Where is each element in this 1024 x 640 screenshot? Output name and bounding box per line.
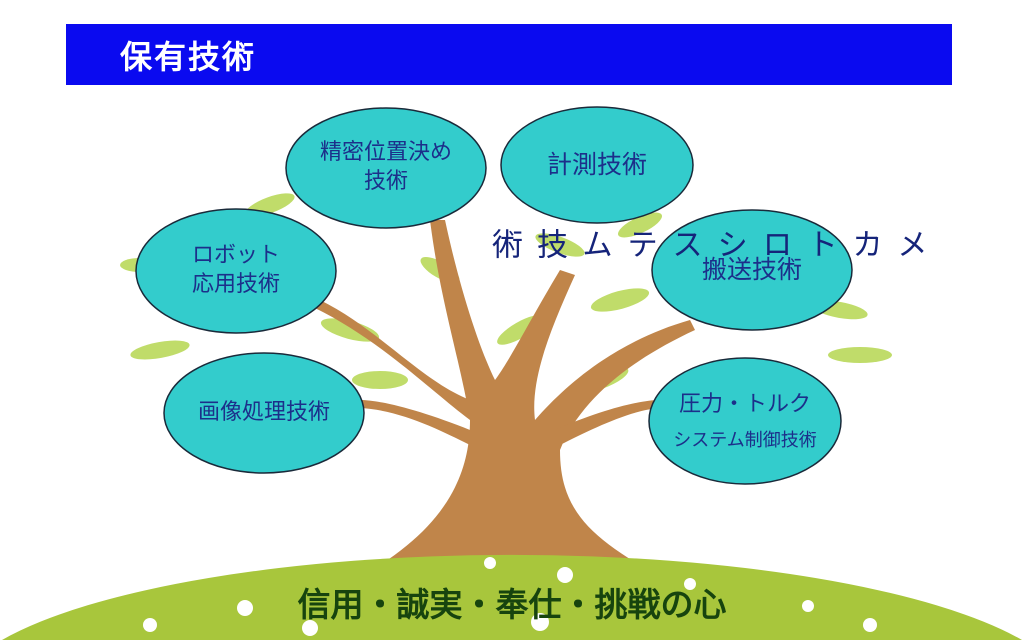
trunk-label: メカトロシステム技術 xyxy=(486,228,927,260)
bubble-image-processing: 画像処理技術 xyxy=(164,353,364,473)
bubble-label: 計測技術 xyxy=(546,149,647,179)
bubble-label: ロボット xyxy=(191,243,280,269)
page-title: 保有技術 xyxy=(120,38,257,76)
bubble-label: システム制御技術 xyxy=(673,429,817,451)
bubble-precision-positioning: 精密位置決め 技術 xyxy=(286,108,486,228)
tree-trunk xyxy=(315,220,695,565)
bubble-measurement: 計測技術 xyxy=(501,107,693,223)
bubble-shapes xyxy=(135,106,853,485)
bubble-label: 画像処理技術 xyxy=(197,399,330,425)
bubble-label: 技術 xyxy=(363,169,408,194)
bubble-label: 応用技術 xyxy=(191,272,280,297)
hill xyxy=(2,554,1022,640)
bubble-label: 圧力・トルク xyxy=(678,392,811,417)
bubble-label: 搬送技術 xyxy=(701,254,802,284)
header-bar: 保有技術 xyxy=(66,24,952,85)
bubble-robot-application: ロボット 応用技術 xyxy=(136,209,336,333)
bubble-conveyance: 搬送技術 xyxy=(652,210,852,330)
bubble-label: 精密位置決め xyxy=(319,140,452,166)
daisies xyxy=(143,557,877,636)
bubble-pressure-torque: 圧力・トルク システム制御技術 xyxy=(649,358,841,484)
motto-text: 信用・誠実・奉仕・挑戦の心 xyxy=(297,585,727,624)
